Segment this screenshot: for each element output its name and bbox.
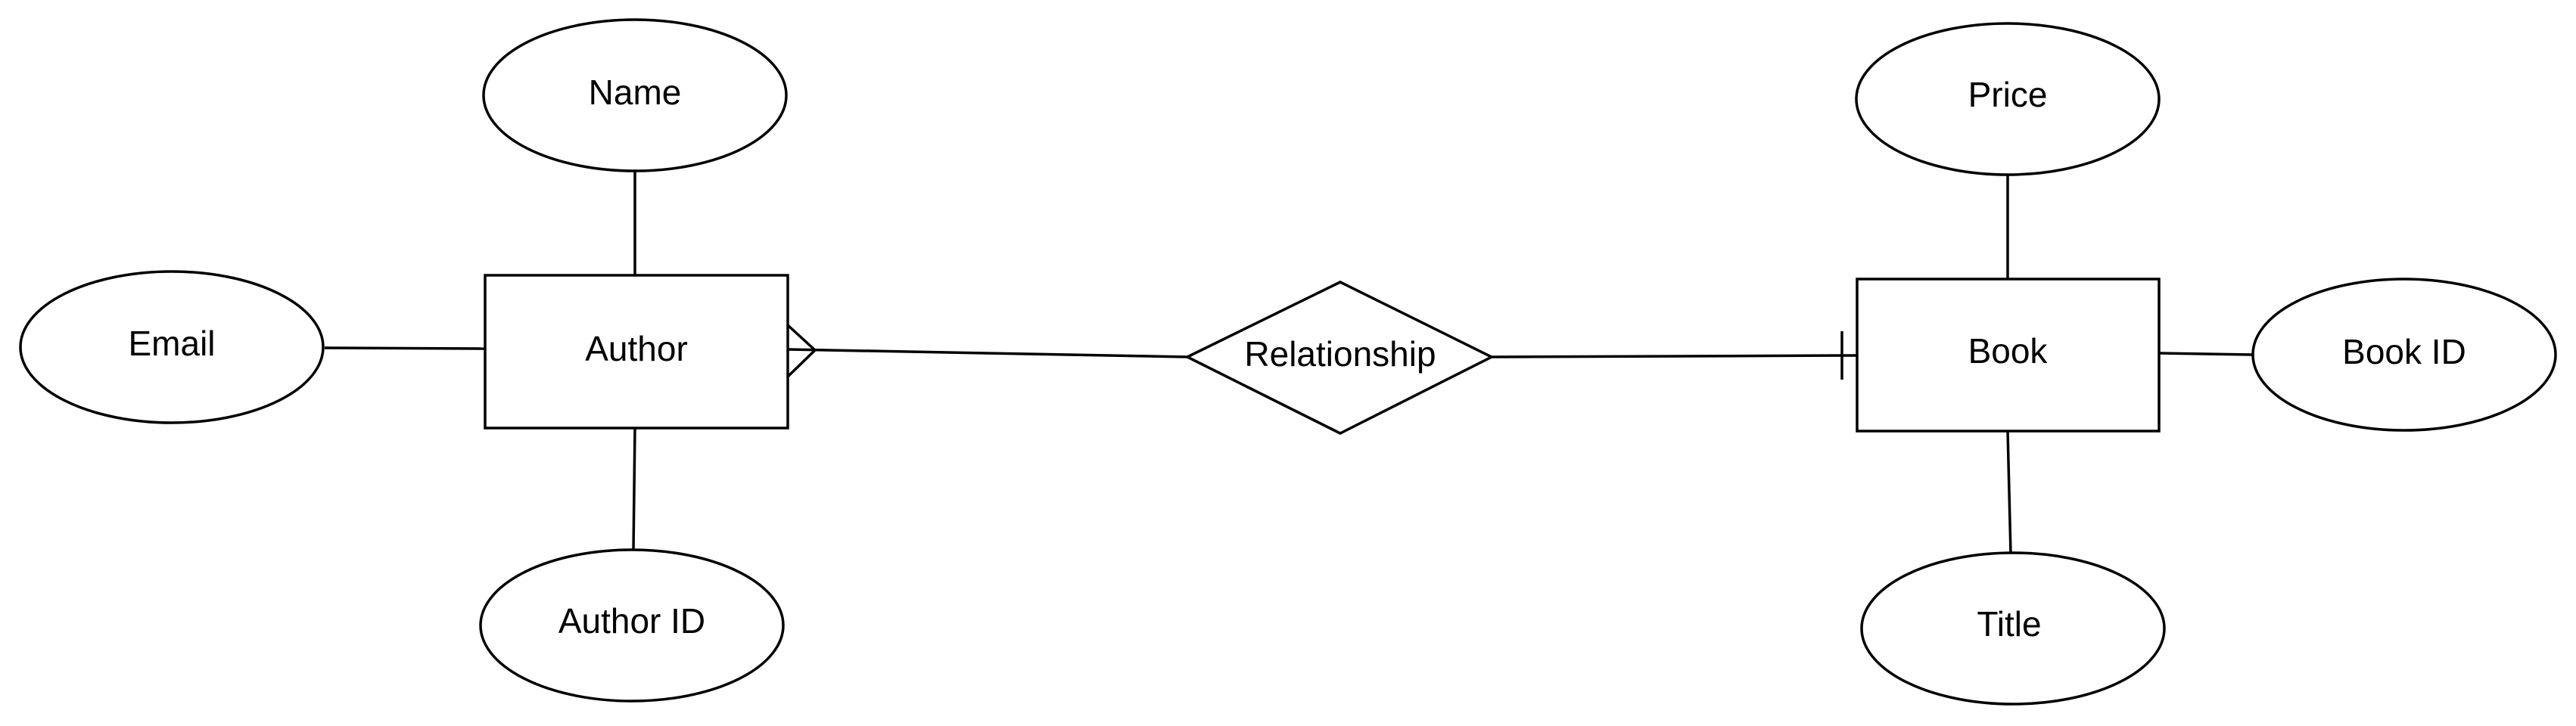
attribute-author-id-label: Author ID [558,601,705,641]
crows-foot-many-marker [786,324,817,378]
relationship-diamond[interactable]: Relationship [1184,281,1495,435]
attribute-book-title[interactable]: Title [1860,551,2166,706]
relationship-label: Relationship [1244,334,1436,374]
entity-book-label: Book [1968,331,2049,371]
author-email-connector [324,346,486,350]
attribute-author-name-label: Name [589,73,682,112]
entity-book[interactable]: Book [1856,278,2161,433]
attribute-author-email[interactable]: Email [19,270,325,424]
attribute-book-price-label: Price [1968,75,2048,114]
attribute-author-email-label: Email [128,324,215,363]
connectors [324,172,2253,554]
attribute-book-title-label: Title [1977,604,2041,644]
book-title-connector [2006,430,2012,554]
attribute-author-id[interactable]: Author ID [479,548,785,703]
entity-author[interactable]: Author [484,274,789,430]
attribute-book-price[interactable]: Price [1855,22,2161,176]
author-relationship-connector [787,348,1188,358]
attribute-book-id-label: Book ID [2342,332,2466,371]
relationship-book-connector [1491,354,1858,358]
author-id-connector [632,427,636,551]
book-id-connector [2158,352,2253,356]
entity-author-label: Author [585,329,688,368]
attribute-book-id[interactable]: Book ID [2251,278,2557,432]
attribute-author-name[interactable]: Name [482,18,788,172]
